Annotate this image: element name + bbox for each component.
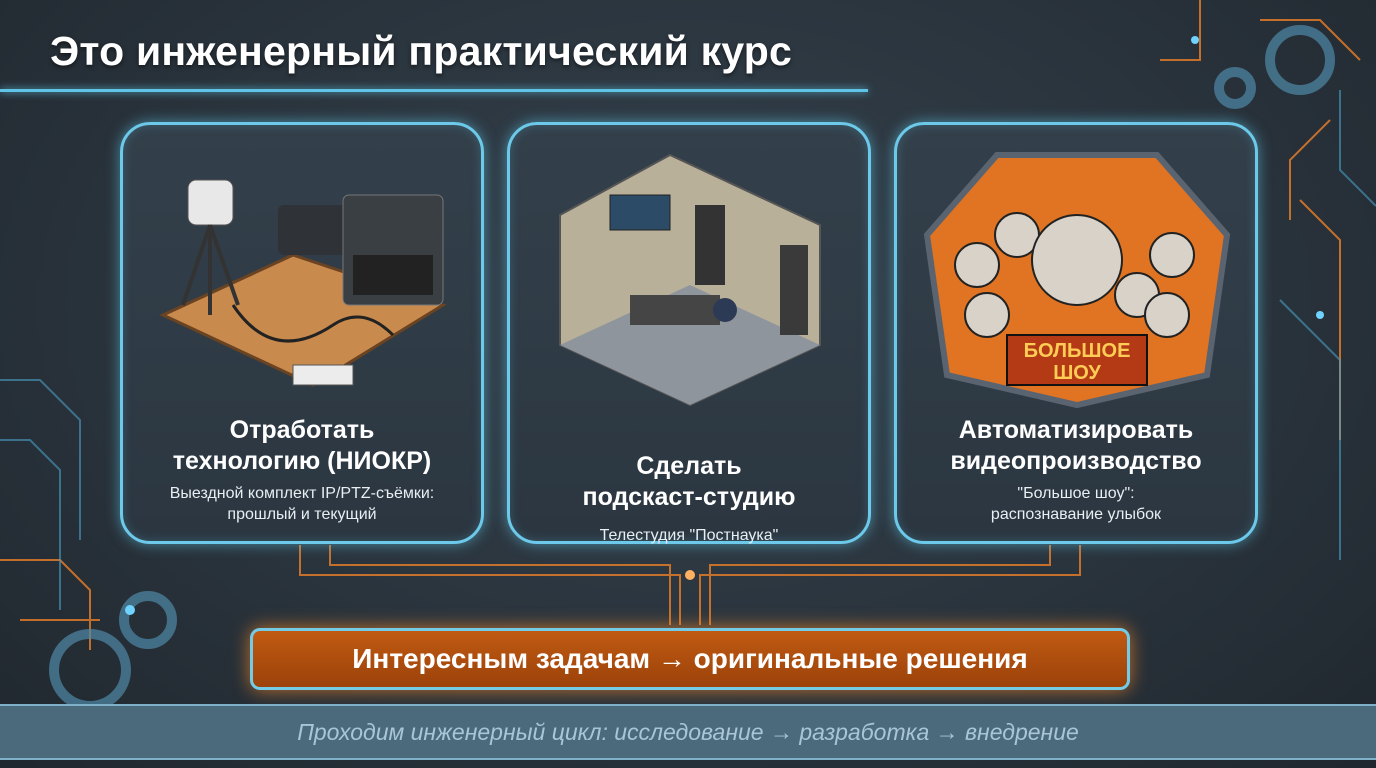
logo-text: БОЛЬШОЕ — [1024, 340, 1131, 362]
card-subtitle: Телестудия "Постнаука" — [599, 527, 779, 544]
card-research: Отработать технологию (НИОКР) Выездной к… — [120, 122, 484, 544]
logo-text: ШОУ — [1053, 362, 1101, 384]
card-title: Отработать технологию (НИОКР) — [172, 416, 432, 475]
card-subtitle: Выездной комплект IP/PTZ-съёмки:прошлый … — [169, 485, 435, 523]
big-show-illustration: БОЛЬШОЕ ШОУ — [923, 152, 1231, 409]
ptz-camera-kit-illustration — [159, 179, 447, 387]
page-title: Это инженерный практический курс — [50, 28, 793, 74]
footer-bar: Проходим инженерный цикл: исследование →… — [0, 704, 1376, 760]
title-underline — [0, 89, 868, 92]
card-subtitle: "Большое шоу":распознавание улыбок — [990, 485, 1162, 523]
podcast-studio-illustration — [559, 153, 821, 407]
key-message-banner: Интересным задачам → оригинальные решени… — [250, 628, 1130, 690]
